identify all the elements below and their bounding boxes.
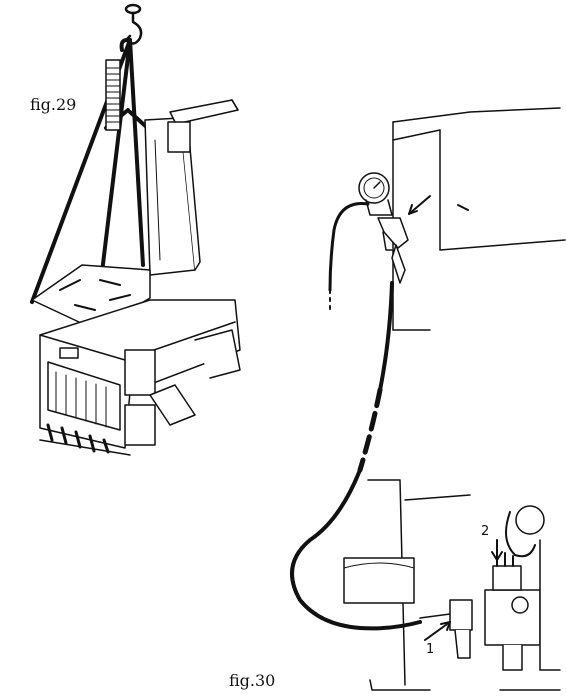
callout-2-label: 2	[481, 524, 490, 539]
machine-body-lower	[343, 479, 561, 691]
main-air-hose-lower	[290, 468, 422, 631]
callout-1-label: 1	[426, 642, 435, 657]
crane-hook-icon	[124, 3, 143, 45]
main-air-hose	[378, 281, 394, 392]
machine-tower	[144, 99, 239, 276]
fig29-drawing	[30, 3, 241, 456]
fig29-label: fig.29	[30, 95, 77, 114]
main-air-hose-broken	[357, 387, 383, 473]
gauge-hose-upper	[328, 202, 370, 292]
arrow-2	[491, 539, 503, 561]
machine-base	[39, 299, 241, 456]
filter-regulator-assembly	[419, 505, 561, 671]
fig30-drawing	[290, 107, 566, 691]
threaded-column	[105, 59, 121, 131]
machine-body-upper	[392, 107, 566, 331]
arrow-1	[424, 621, 451, 641]
arrow-gun	[408, 195, 431, 215]
pressure-gauge-icon	[358, 172, 393, 216]
inflation-gun-icon	[377, 217, 409, 284]
fig30-label: fig.30	[229, 671, 276, 690]
